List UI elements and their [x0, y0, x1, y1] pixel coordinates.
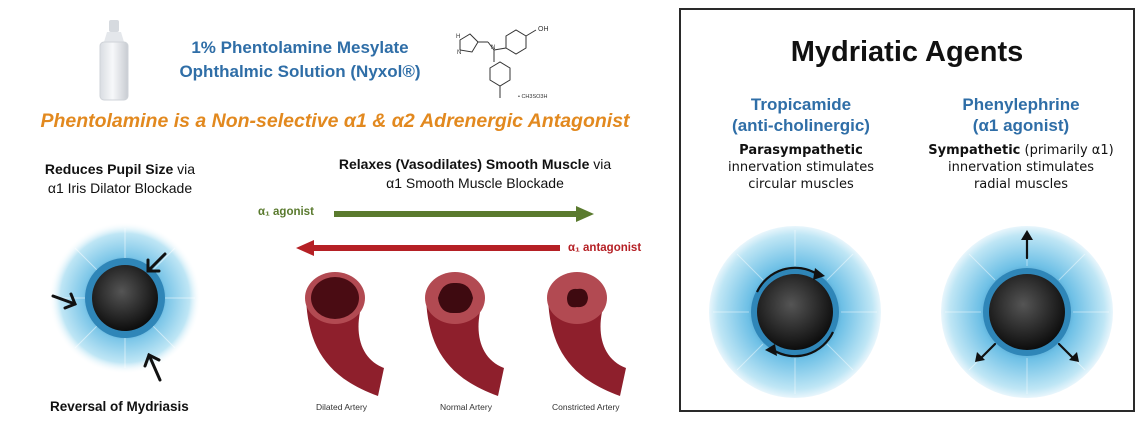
- chem-n1: N: [457, 50, 461, 56]
- artery-constricted: [547, 272, 626, 396]
- agent-desc-line1: Sympathetic (primarily α1): [911, 142, 1131, 159]
- chem-salt: • CH3SO3H: [518, 94, 547, 100]
- agent-desc-line1: Parasympathetic: [691, 142, 911, 159]
- artery-label-dilated: Dilated Artery: [316, 402, 368, 412]
- chem-n2: N: [491, 45, 495, 51]
- agent-name-line1: Tropicamide: [750, 95, 852, 114]
- agent-name-line1: Phenylephrine: [962, 95, 1080, 114]
- chem-nh: H: [456, 34, 460, 40]
- agonist-arrow: [334, 206, 594, 222]
- agent-desc-line3: radial muscles: [973, 177, 1069, 192]
- product-title-line2: Ophthalmic Solution (Nyxol®): [179, 62, 421, 81]
- left-eye-diagram: [49, 222, 201, 382]
- headline: Phentolamine is a Non-selective α1 & α2 …: [40, 110, 630, 132]
- middle-effect-caption: Relaxes (Vasodilates) Smooth Muscle via …: [265, 155, 685, 193]
- agent-desc-line2: innervation stimulates: [728, 160, 874, 175]
- agent-name-line2: (anti-cholinergic): [732, 116, 870, 135]
- middle-effect-title: Relaxes (Vasodilates) Smooth Muscle: [338, 156, 590, 172]
- tropicamide-eye-diagram: [709, 226, 881, 398]
- agent-desc-line2: innervation stimulates: [948, 160, 1094, 175]
- artery-label-constricted: Constricted Artery: [552, 402, 620, 412]
- left-effect-caption: Reduces Pupil Size via α1 Iris Dilator B…: [20, 160, 220, 198]
- agent-desc-bold: Sympathetic: [928, 143, 1021, 158]
- middle-effect-line2: α1 Smooth Muscle Blockade: [386, 175, 564, 191]
- agent-desc-rest: (primarily α1): [1020, 143, 1114, 158]
- mydriatic-agents-panel: Mydriatic Agents Tropicamide (anti-choli…: [679, 8, 1135, 412]
- agent-desc-line3: circular muscles: [748, 177, 854, 192]
- agent-name-line2: (α1 agonist): [972, 116, 1070, 135]
- left-effect-title: Reduces Pupil Size: [44, 161, 174, 177]
- agonist-label: α₁ agonist: [258, 206, 314, 218]
- artery-normal: [425, 272, 504, 396]
- agent-tropicamide: Tropicamide (anti-cholinergic) Parasympa…: [691, 94, 911, 193]
- chemical-structure: OH H N N • CH3SO3H: [456, 26, 549, 100]
- left-effect-line2: α1 Iris Dilator Blockade: [47, 180, 193, 196]
- panel-title: Mydriatic Agents: [790, 36, 1024, 68]
- middle-effect-suffix: via: [589, 156, 612, 172]
- antagonist-label: α₁ antagonist: [568, 242, 642, 254]
- artery-dilated: [305, 272, 384, 396]
- agent-desc-bold: Parasympathetic: [739, 143, 863, 158]
- product-title-line1: 1% Phentolamine Mesylate: [191, 38, 409, 57]
- artery-label-normal: Normal Artery: [440, 402, 492, 412]
- antagonist-arrow: [296, 240, 560, 256]
- agent-phenylephrine: Phenylephrine (α1 agonist) Sympathetic (…: [911, 94, 1131, 193]
- phenylephrine-eye-diagram: [941, 226, 1113, 398]
- chem-oh: OH: [538, 26, 549, 33]
- reversal-label: Reversal of Mydriasis: [50, 399, 189, 414]
- product-title: 1% Phentolamine Mesylate Ophthalmic Solu…: [150, 36, 450, 84]
- left-effect-suffix: via: [173, 161, 196, 177]
- vial-image: [99, 20, 129, 101]
